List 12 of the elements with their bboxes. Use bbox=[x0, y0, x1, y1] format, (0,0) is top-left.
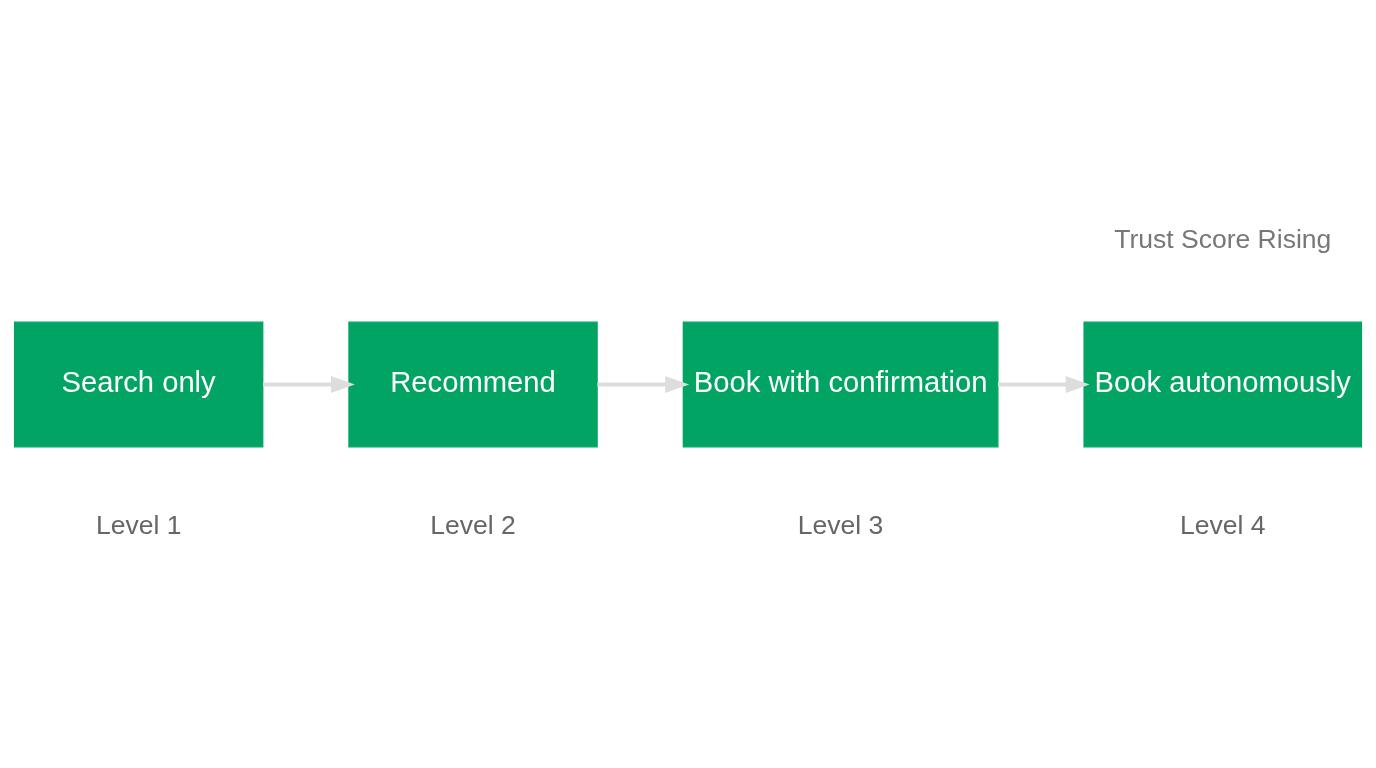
label: Trust Score Rising bbox=[1114, 223, 1332, 254]
node-box: Search only bbox=[13, 320, 264, 448]
node-box: Recommend bbox=[348, 320, 598, 448]
node-label: Level 3 bbox=[797, 509, 884, 540]
node-label: Level 4 bbox=[1179, 509, 1266, 540]
arrow bbox=[263, 375, 355, 393]
arrow bbox=[597, 375, 690, 393]
node-label: Level 2 bbox=[430, 509, 516, 540]
node-box: Book with confirmation bbox=[682, 320, 999, 448]
arrow bbox=[997, 375, 1090, 393]
node-box: Book autonomously bbox=[1083, 320, 1363, 448]
node-label: Level 1 bbox=[95, 509, 182, 540]
